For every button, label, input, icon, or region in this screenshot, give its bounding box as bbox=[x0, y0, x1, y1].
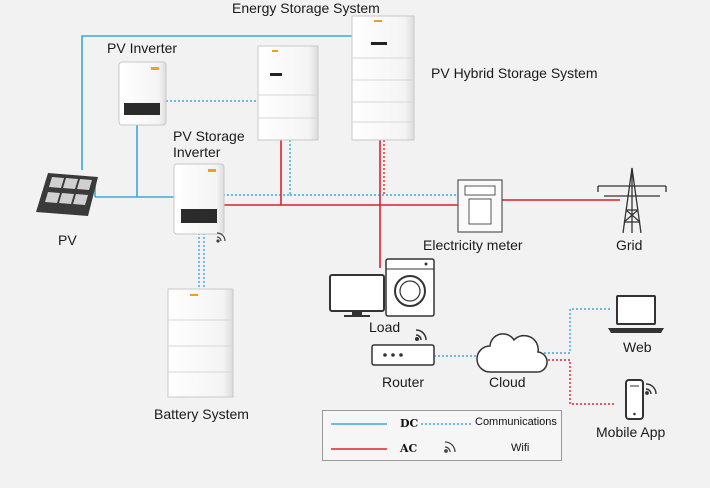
washing-machine-icon bbox=[385, 258, 435, 317]
monitor-icon bbox=[329, 274, 385, 317]
battery-icon bbox=[167, 288, 234, 398]
legend-dc-label: DC bbox=[400, 417, 419, 430]
pylon-icon bbox=[597, 167, 667, 234]
web-label: Web bbox=[623, 339, 652, 355]
pv-hybrid-storage-system-label: PV Hybrid Storage System bbox=[431, 65, 598, 81]
grid-label: Grid bbox=[616, 237, 643, 253]
load-label: Load bbox=[369, 319, 401, 335]
ac-lines bbox=[223, 140, 620, 268]
energy-storage-tower bbox=[257, 45, 319, 141]
pv-label: PV bbox=[58, 232, 77, 248]
solar-panel-icon bbox=[36, 173, 98, 216]
pv-inverter-label: PV Inverter bbox=[107, 40, 178, 56]
legend-wifi-icon bbox=[444, 441, 456, 453]
wifi-icon bbox=[216, 232, 226, 243]
legend-wifi-label: Wifi bbox=[511, 442, 530, 454]
phone-wifi-icon bbox=[645, 383, 657, 395]
phone-icon bbox=[625, 379, 644, 420]
hybrid-storage-tower bbox=[351, 15, 415, 141]
pv-inverter-device bbox=[118, 61, 167, 126]
ac-dotted-lines bbox=[383, 140, 616, 405]
legend: DC Communications AC Wifi bbox=[322, 410, 562, 461]
legend-communications-label: Communications bbox=[475, 416, 557, 428]
dc-lines bbox=[81, 35, 352, 198]
energy-storage-system-label: Energy Storage System bbox=[232, 0, 380, 16]
pv-storage-inverter-label-line2: Inverter bbox=[173, 144, 221, 160]
router-wifi-icon bbox=[414, 329, 427, 342]
electricity-meter-label: Electricity meter bbox=[423, 237, 523, 253]
meter-icon bbox=[457, 179, 503, 233]
battery-system-label: Battery System bbox=[154, 406, 249, 422]
cloud-label: Cloud bbox=[489, 374, 526, 390]
router-label: Router bbox=[382, 374, 425, 390]
router-icon bbox=[371, 344, 435, 366]
mobile-app-label: Mobile App bbox=[596, 424, 666, 440]
laptop-icon bbox=[608, 295, 664, 333]
pv-storage-inverter-label-line1: PV Storage bbox=[173, 128, 245, 144]
pv-storage-inverter-device bbox=[173, 163, 225, 235]
legend-ac-label: AC bbox=[400, 442, 418, 455]
comm-lines bbox=[166, 100, 612, 357]
legend-swatches bbox=[331, 423, 473, 453]
cloud-icon bbox=[476, 333, 548, 373]
